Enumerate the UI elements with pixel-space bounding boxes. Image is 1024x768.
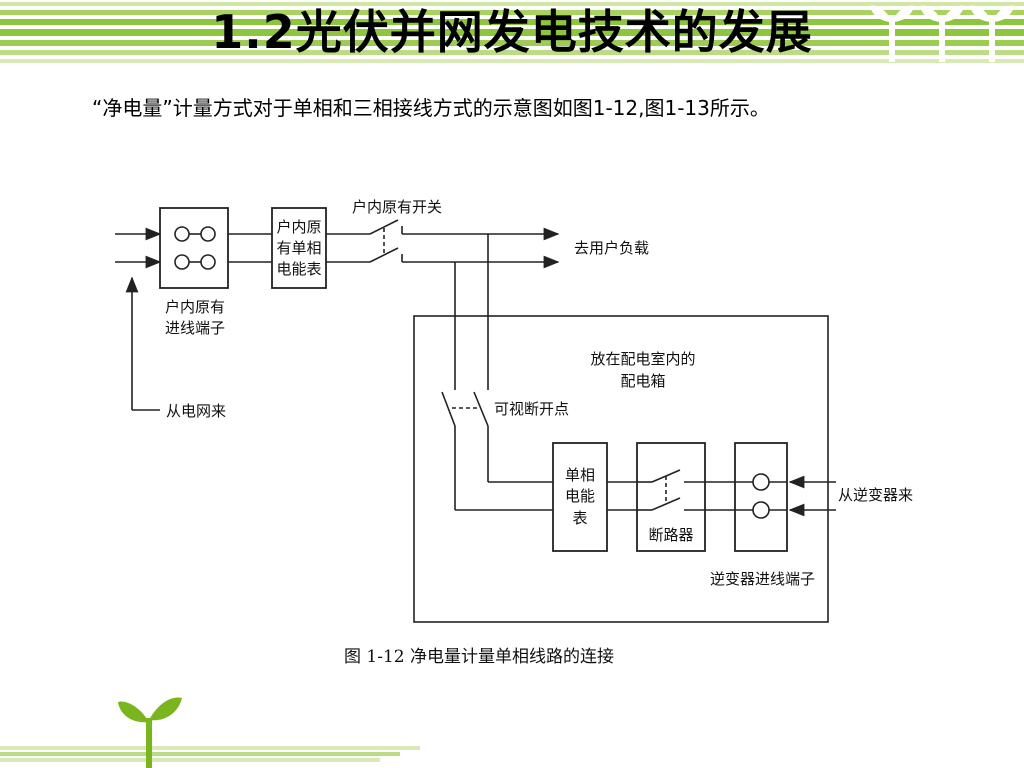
original-terminal-box (159, 207, 229, 289)
break-blade (473, 391, 489, 427)
bottom-sprout-decoration (0, 697, 420, 768)
visible-break-label: 可视断开点 (494, 400, 569, 418)
switch-blade (369, 247, 399, 263)
breaker-blade (651, 497, 681, 511)
cabinet-label-1: 放在配电室内的 (590, 350, 695, 368)
slide-title: 1.2光伏并网发电技术的发展 (211, 5, 813, 59)
break-blade (441, 391, 456, 427)
meter2-label-2: 电能 (565, 487, 595, 505)
breaker-box (636, 442, 706, 552)
meter2-label-3: 表 (572, 509, 587, 527)
inverter-terminal-box (734, 442, 788, 552)
cabinet-label-2: 配电箱 (620, 372, 665, 390)
breaker-label: 断路器 (648, 526, 693, 544)
meter-box-label-2: 有单相 (276, 239, 321, 257)
figure-caption: 图 1-12 净电量计量单相线路的连接 (344, 647, 614, 667)
from-inverter-label: 从逆变器来 (838, 486, 913, 504)
sprout-icons (870, 5, 1014, 62)
switch-blade (369, 219, 399, 235)
household-switch-label: 户内原有开关 (352, 198, 442, 216)
meter-box-label-3: 电能表 (276, 260, 321, 278)
to-load-label: 去用户负载 (574, 239, 649, 257)
distribution-cabinet (413, 315, 829, 623)
meter2-label-1: 单相 (565, 466, 595, 484)
from-grid-label: 从电网来 (166, 402, 226, 420)
inverter-terminal-label: 逆变器进线端子 (710, 570, 815, 588)
header-stripes (0, 0, 1024, 70)
original-meter-box (271, 207, 327, 289)
single-phase-meter (552, 442, 608, 552)
slide-subtitle: “净电量”计量方式对于单相和三相接线方式的示意图如图1-12,图1-13所示。 (92, 96, 770, 120)
meter-box-label-1: 户内原 (276, 218, 321, 236)
terminal-label-2: 进线端子 (165, 319, 225, 337)
terminal-label-1: 户内原有 (165, 298, 225, 316)
